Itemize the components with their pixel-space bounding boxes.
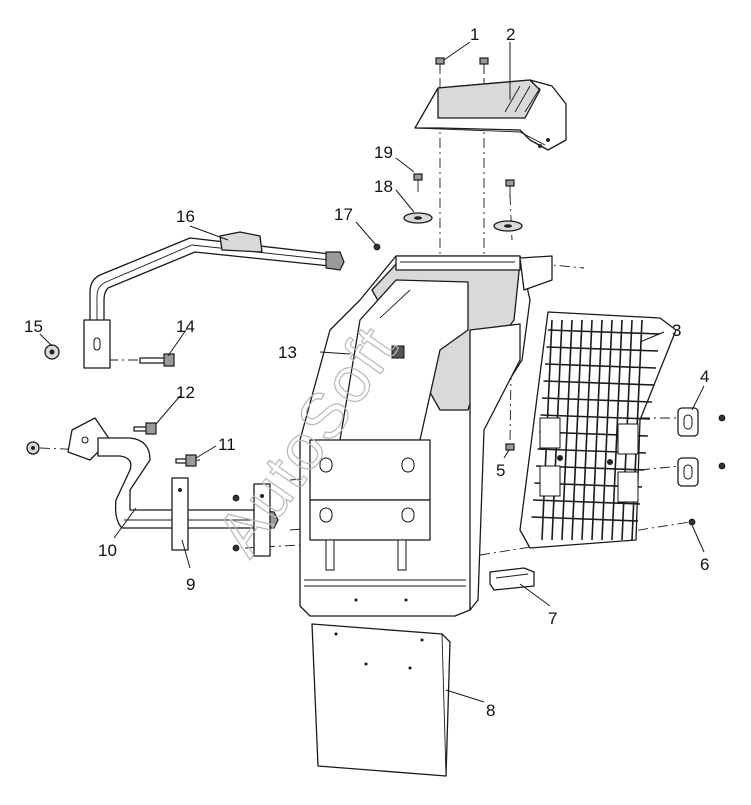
callout-15: 15 (24, 317, 43, 336)
callout-6: 6 (700, 555, 709, 574)
bolt-part-11 (175, 454, 197, 467)
grille-bar (546, 346, 659, 352)
leader-lines (39, 41, 705, 703)
clips-part-4 (677, 407, 726, 487)
bolt-part-14 (139, 353, 175, 367)
mudflap-part-8 (311, 623, 451, 777)
nut-part-6 (688, 518, 696, 526)
grille-bar (561, 319, 573, 541)
callout-11: 11 (218, 435, 236, 454)
callout-16: 16 (176, 207, 195, 226)
grille-bar (581, 319, 593, 541)
callout-19: 19 (374, 143, 393, 162)
callout-13: 13 (278, 343, 297, 362)
upper-tube-part-16 (83, 231, 345, 369)
bolts-part-19 (413, 173, 515, 198)
bolt-part-12 (133, 422, 157, 435)
grille-bar (611, 319, 623, 541)
callout-12: 12 (176, 383, 195, 402)
callout-14: 14 (176, 317, 195, 336)
callout-5: 5 (496, 461, 505, 480)
callout-3: 3 (672, 321, 681, 340)
grille-bar (591, 319, 603, 541)
top-cap-part-2 (414, 79, 567, 151)
callouts: 1 2 3 4 5 6 7 8 9 10 11 12 13 14 15 16 1… (24, 25, 709, 720)
grille-bar (571, 319, 583, 541)
grille-part-3 (519, 311, 677, 549)
nut-part-17 (373, 243, 381, 251)
callout-7: 7 (548, 609, 557, 628)
nut-part-15 (44, 344, 60, 360)
callout-2: 2 (506, 25, 515, 44)
step-part-7 (489, 567, 535, 591)
fender-part-13 (299, 255, 553, 617)
lower-tube-part-10 (67, 417, 279, 529)
grille-bar (601, 319, 613, 541)
callout-18: 18 (374, 177, 393, 196)
grille-bar (540, 414, 651, 420)
callout-1: 1 (470, 25, 479, 44)
callout-17: 17 (334, 205, 353, 224)
callout-4: 4 (700, 367, 709, 386)
callout-10: 10 (98, 541, 117, 560)
screws-part-1 (435, 57, 489, 74)
screw-part-5 (505, 443, 515, 451)
washers-part-18 (403, 212, 523, 232)
clamp-plates-part-9 (171, 477, 271, 557)
grille-bar (532, 499, 641, 505)
callout-8: 8 (486, 701, 495, 720)
callout-9: 9 (186, 575, 195, 594)
grille-bar (541, 397, 653, 403)
nut-left (26, 441, 40, 455)
grille-bar (531, 516, 639, 522)
